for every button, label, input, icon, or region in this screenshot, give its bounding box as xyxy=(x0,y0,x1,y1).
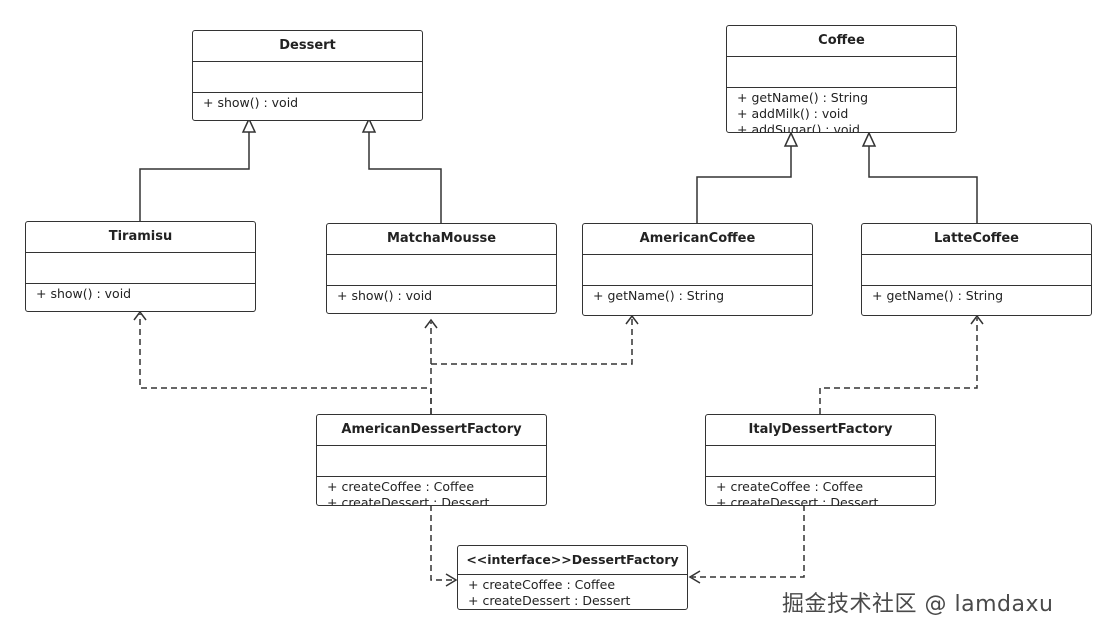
class-methods: + getName() : String + addMilk() : void … xyxy=(727,88,956,133)
method: + getName() : String xyxy=(593,288,725,303)
watermark: 掘金技术社区 @ lamdaxu xyxy=(782,592,1054,617)
method: + show() : void xyxy=(36,286,132,301)
inheritance-arrowhead xyxy=(361,117,377,133)
method: + getName() : String xyxy=(737,90,869,105)
class-name: Tiramisu xyxy=(26,222,255,253)
realization-arrowhead xyxy=(688,570,701,584)
class-methods: + createCoffee : Coffee + createDessert … xyxy=(317,477,546,506)
method: + addMilk() : void xyxy=(737,106,849,121)
class-tiramisu[interactable]: Tiramisu + show() : void xyxy=(25,221,256,312)
inheritance-arrowhead xyxy=(241,117,257,133)
class-name: Coffee xyxy=(727,26,956,57)
method: + getName() : String xyxy=(872,288,1004,303)
interface-dessertfactory[interactable]: <<interface>>DessertFactory + createCoff… xyxy=(457,545,688,610)
inheritance-americancoffee-coffee xyxy=(696,146,792,223)
realization-americanfactory-interface xyxy=(430,505,454,581)
class-attributes xyxy=(583,255,812,286)
realization-arrowhead xyxy=(445,573,458,587)
method: + createDessert : Dessert xyxy=(468,593,631,608)
class-dessert[interactable]: Dessert + show() : void xyxy=(192,30,423,121)
class-name: AmericanCoffee xyxy=(583,224,812,255)
class-methods: + show() : void xyxy=(327,286,556,304)
interface-name: <<interface>>DessertFactory xyxy=(458,546,687,575)
method: + createCoffee : Coffee xyxy=(468,577,616,592)
inheritance-arrowhead xyxy=(783,131,799,147)
method: + createDessert : Dessert xyxy=(327,495,490,506)
class-name: Dessert xyxy=(193,31,422,62)
class-methods: + createCoffee : Coffee + createDessert … xyxy=(706,477,935,506)
class-attributes xyxy=(26,253,255,284)
class-name: LatteCoffee xyxy=(862,224,1091,255)
class-attributes xyxy=(727,57,956,88)
method: + createCoffee : Coffee xyxy=(327,479,475,494)
realization-italyfactory-interface xyxy=(692,505,805,578)
class-name: ItalyDessertFactory xyxy=(706,415,935,446)
interface-methods: + createCoffee : Coffee + createDessert … xyxy=(458,575,687,609)
inheritance-tiramisu-dessert xyxy=(139,132,250,221)
class-methods: + show() : void xyxy=(193,93,422,111)
method: + createDessert : Dessert xyxy=(716,495,879,506)
class-coffee[interactable]: Coffee + getName() : String + addMilk() … xyxy=(726,25,957,133)
inheritance-matcha-dessert xyxy=(368,132,442,223)
method: + show() : void xyxy=(203,95,299,110)
dependency-arrowhead xyxy=(133,310,147,321)
class-matchamousse[interactable]: MatchaMousse + show() : void xyxy=(326,223,557,314)
dependency-arrowhead xyxy=(625,314,639,325)
dependency-arrowhead xyxy=(424,318,438,329)
class-attributes xyxy=(862,255,1091,286)
class-attributes xyxy=(706,446,935,477)
method: + createCoffee : Coffee xyxy=(716,479,864,494)
class-methods: + getName() : String xyxy=(583,286,812,304)
class-attributes xyxy=(193,62,422,93)
dependency-americanfactory-tiramisu xyxy=(139,314,432,414)
method: + show() : void xyxy=(337,288,433,303)
class-methods: + getName() : String xyxy=(862,286,1091,304)
class-attributes xyxy=(317,446,546,477)
class-italydessertfactory[interactable]: ItalyDessertFactory + createCoffee : Cof… xyxy=(705,414,936,506)
class-name: MatchaMousse xyxy=(327,224,556,255)
method: + addSugar() : void xyxy=(737,122,860,133)
dependency-arrowhead xyxy=(970,314,984,325)
class-lattecoffee[interactable]: LatteCoffee + getName() : String xyxy=(861,223,1092,316)
class-name: AmericanDessertFactory xyxy=(317,415,546,446)
class-americancoffee[interactable]: AmericanCoffee + getName() : String xyxy=(582,223,813,316)
class-attributes xyxy=(327,255,556,286)
dependency-italyfactory-latte xyxy=(819,318,978,414)
class-americandessertfactory[interactable]: AmericanDessertFactory + createCoffee : … xyxy=(316,414,547,506)
inheritance-arrowhead xyxy=(861,131,877,147)
class-methods: + show() : void xyxy=(26,284,255,302)
dependency-americanfactory-americancoffee xyxy=(431,318,633,365)
inheritance-latte-coffee xyxy=(868,146,978,223)
